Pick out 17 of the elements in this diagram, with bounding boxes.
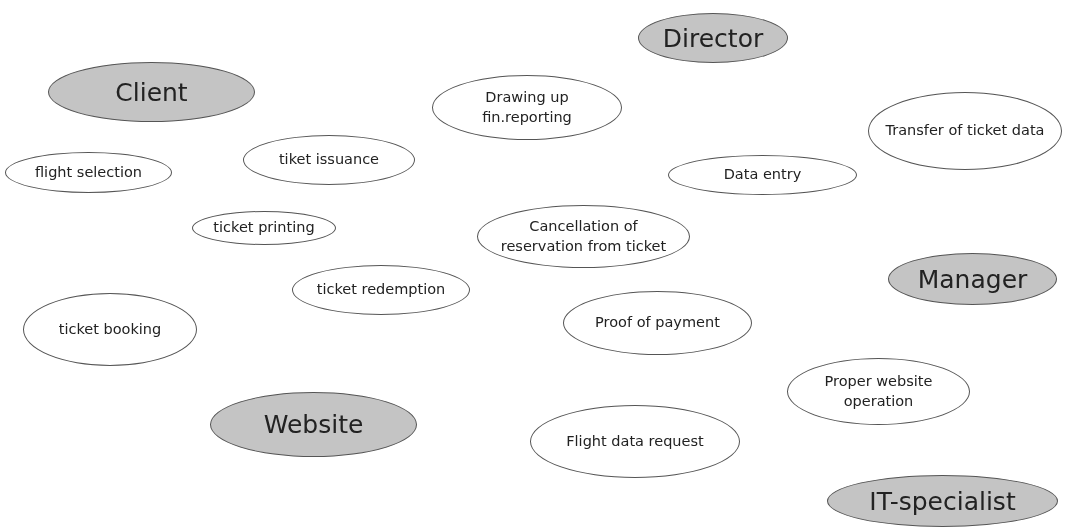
actor-name: Manager (917, 264, 1028, 294)
use-case-label: Proof of payment (595, 313, 720, 333)
use-case-label: flight selection (35, 162, 142, 182)
use-case-label: Data entry (723, 165, 802, 185)
use-case-label: tiket issuance (278, 150, 380, 170)
actor-name: IT-specialist (869, 486, 1016, 516)
use-case-label: Flight data request (566, 431, 704, 451)
use-case-label: Cancellation of reservation from ticket (499, 216, 668, 256)
use-case-label: Transfer of ticket data (885, 121, 1045, 141)
use-case-label: ticket booking (58, 319, 162, 339)
actor-name: Director (662, 23, 764, 53)
use-case-label: Proper website operation (823, 371, 934, 411)
actor-name: Client (115, 77, 188, 107)
actor-name: Website (263, 410, 364, 439)
use-case-label: ticket printing (213, 218, 315, 238)
use-case-label: ticket redemption (316, 280, 446, 300)
use-case-label: Drawing up fin.reporting (481, 87, 573, 127)
